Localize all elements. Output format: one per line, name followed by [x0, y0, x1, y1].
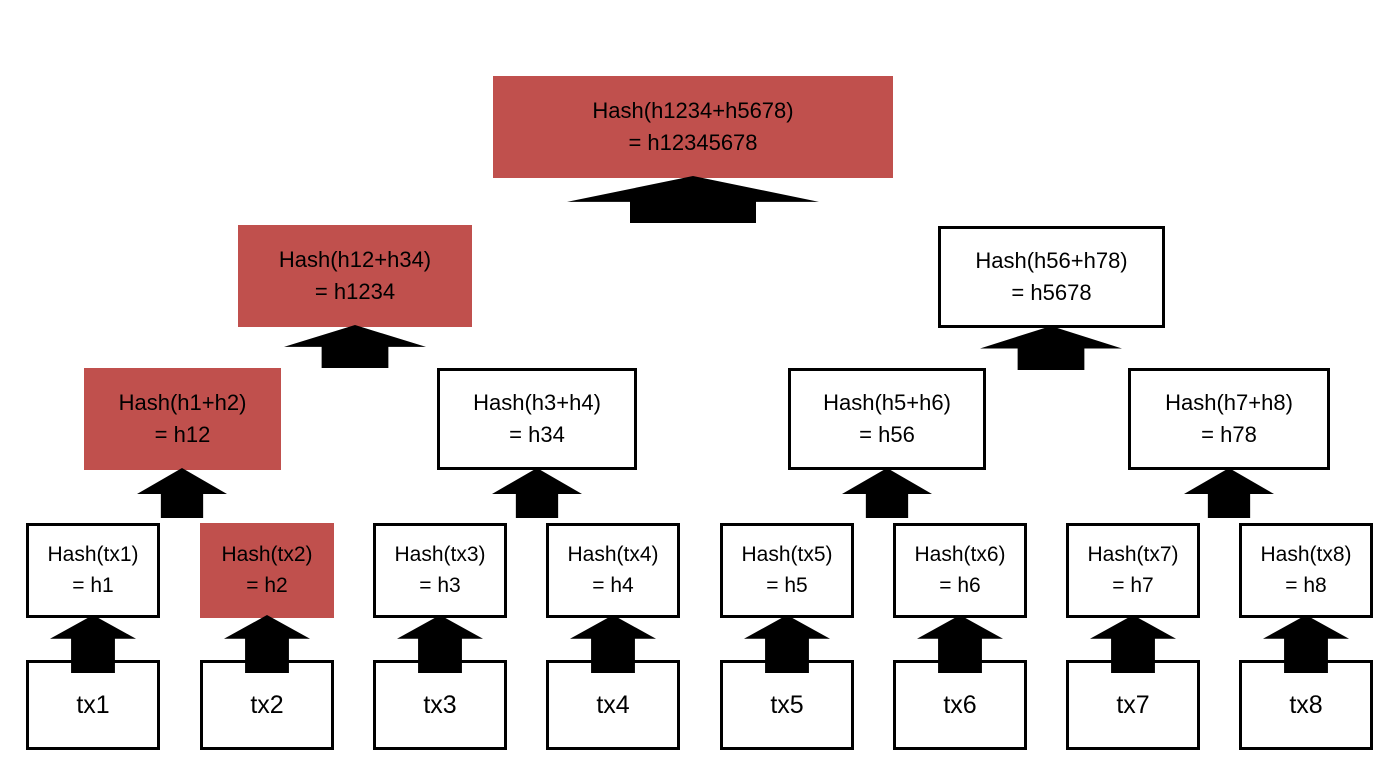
arrow-up-icon [842, 468, 932, 518]
node-formula: Hash(tx8) [1260, 543, 1352, 567]
arrow-up-icon [137, 468, 227, 518]
branch-node-h1234: Hash(h12+h34) = h1234 [238, 225, 472, 327]
transaction-label: tx8 [1289, 690, 1323, 719]
leaf-node-h1: Hash(tx1) = h1 [26, 523, 160, 618]
node-formula: Hash(h56+h78) [975, 248, 1128, 274]
branch-node-h12: Hash(h1+h2) = h12 [84, 368, 281, 470]
node-result: = h4 [592, 573, 634, 597]
node-result: = h1234 [314, 279, 396, 304]
node-formula: Hash(h7+h8) [1165, 390, 1293, 416]
transaction-label: tx4 [596, 690, 630, 719]
leaf-node-h3: Hash(tx3) = h3 [373, 523, 507, 618]
leaf-node-h7: Hash(tx7) = h7 [1066, 523, 1200, 618]
node-result: = h7 [1112, 573, 1154, 597]
node-formula: Hash(h1+h2) [118, 390, 247, 416]
arrow-up-icon [492, 468, 582, 518]
branch-node-h78: Hash(h7+h8) = h78 [1128, 368, 1330, 470]
transaction-label: tx5 [770, 690, 804, 719]
node-formula: Hash(tx7) [1087, 543, 1179, 567]
node-formula: Hash(tx3) [394, 543, 486, 567]
leaf-node-h6: Hash(tx6) = h6 [893, 523, 1027, 618]
transaction-node-tx7: tx7 [1066, 660, 1200, 750]
arrow-up-icon [284, 325, 426, 368]
transaction-node-tx1: tx1 [26, 660, 160, 750]
transaction-label: tx7 [1116, 690, 1150, 719]
node-formula: Hash(h1234+h5678) [592, 98, 794, 124]
node-formula: Hash(h5+h6) [823, 390, 951, 416]
transaction-node-tx2: tx2 [200, 660, 334, 750]
leaf-node-h2: Hash(tx2) = h2 [200, 523, 334, 618]
branch-node-h56: Hash(h5+h6) = h56 [788, 368, 986, 470]
node-result: = h12345678 [628, 130, 758, 155]
node-result: = h8 [1285, 573, 1327, 597]
node-result: = h78 [1201, 422, 1257, 447]
branch-node-h34: Hash(h3+h4) = h34 [437, 368, 637, 470]
arrow-up-icon [980, 326, 1122, 370]
arrow-up-icon [1184, 468, 1274, 518]
node-formula: Hash(tx2) [221, 543, 313, 567]
transaction-node-tx6: tx6 [893, 660, 1027, 750]
node-result: = h2 [246, 573, 288, 597]
branch-node-h5678: Hash(h56+h78) = h5678 [938, 226, 1165, 328]
leaf-node-h4: Hash(tx4) = h4 [546, 523, 680, 618]
node-result: = h5 [766, 573, 808, 597]
arrow-up-icon [567, 176, 819, 223]
node-result: = h5678 [1011, 280, 1092, 305]
leaf-node-h5: Hash(tx5) = h5 [720, 523, 854, 618]
node-result: = h12 [154, 422, 211, 447]
node-result: = h6 [939, 573, 981, 597]
node-formula: Hash(tx5) [741, 543, 833, 567]
node-formula: Hash(h3+h4) [473, 390, 601, 416]
transaction-node-tx5: tx5 [720, 660, 854, 750]
transaction-label: tx2 [250, 690, 284, 719]
leaf-node-h8: Hash(tx8) = h8 [1239, 523, 1373, 618]
node-formula: Hash(tx6) [914, 543, 1006, 567]
transaction-node-tx4: tx4 [546, 660, 680, 750]
merkle-root-node: Hash(h1234+h5678) = h12345678 [493, 76, 893, 178]
node-formula: Hash(tx1) [47, 543, 139, 567]
transaction-node-tx3: tx3 [373, 660, 507, 750]
node-result: = h1 [72, 573, 114, 597]
node-formula: Hash(h12+h34) [278, 247, 432, 273]
node-formula: Hash(tx4) [567, 543, 659, 567]
transaction-label: tx1 [76, 690, 110, 719]
transaction-label: tx6 [943, 690, 977, 719]
transaction-node-tx8: tx8 [1239, 660, 1373, 750]
transaction-label: tx3 [423, 690, 457, 719]
node-result: = h3 [419, 573, 461, 597]
node-result: = h56 [859, 422, 915, 447]
node-result: = h34 [509, 422, 565, 447]
